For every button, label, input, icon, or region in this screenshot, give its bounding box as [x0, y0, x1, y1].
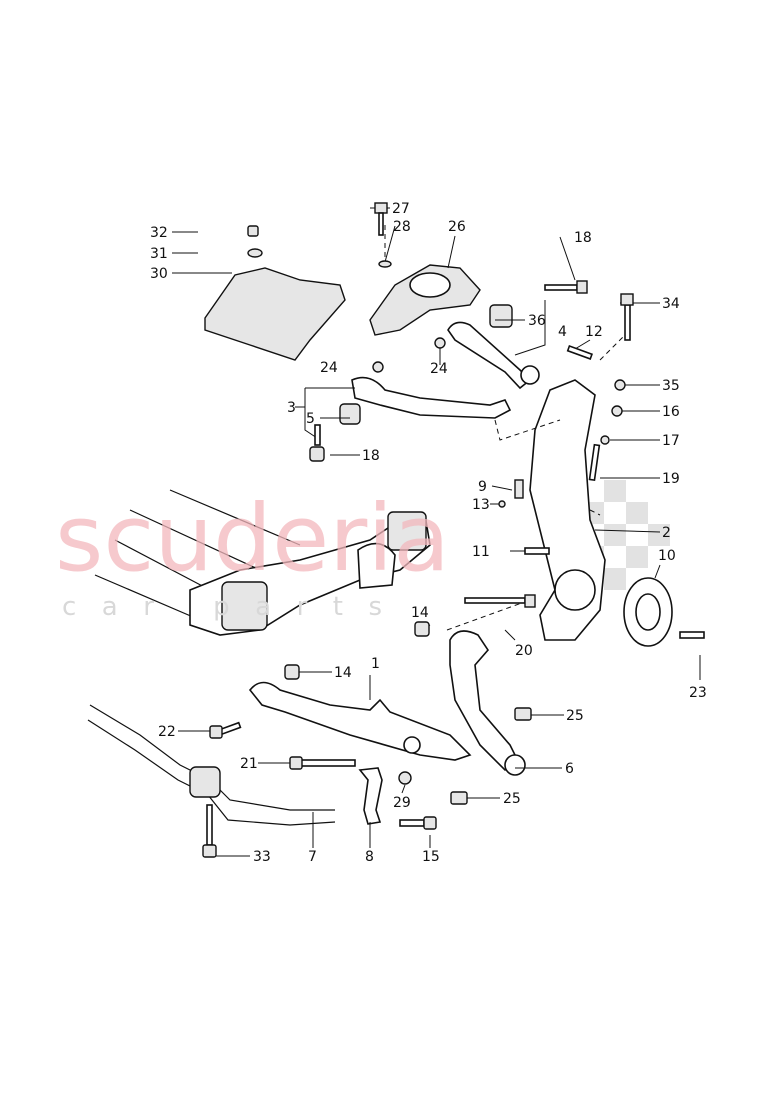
- subframe: [94, 489, 431, 636]
- watermark: scuderia car parts: [55, 485, 450, 622]
- callout-12: 12: [585, 324, 603, 340]
- callout-29: 29: [393, 795, 411, 811]
- heat-shield: [204, 267, 346, 361]
- lower-arm-1: [248, 681, 472, 761]
- callout-9: 9: [478, 479, 487, 495]
- callout-22: 22: [158, 724, 176, 740]
- callout-18b: 18: [362, 448, 380, 464]
- callout-33: 33: [253, 849, 271, 865]
- callout-16: 16: [662, 404, 680, 420]
- callout-8: 8: [365, 849, 374, 865]
- fasteners: [202, 202, 705, 858]
- callout-15: 15: [422, 849, 440, 865]
- callout-6: 6: [565, 761, 574, 777]
- callout-13: 13: [472, 497, 490, 513]
- callout-14a: 14: [411, 605, 429, 621]
- callout-24a: 24: [320, 360, 338, 376]
- callout-11: 11: [472, 544, 490, 560]
- bearing-bracket: [369, 264, 481, 336]
- callout-2: 2: [662, 525, 671, 541]
- callout-25a: 25: [566, 708, 584, 724]
- wheel-hub: [623, 577, 673, 647]
- watermark-sub: car parts: [62, 592, 382, 622]
- callout-10: 10: [658, 548, 676, 564]
- callout-19: 19: [662, 471, 680, 487]
- callout-27: 27: [392, 201, 410, 217]
- callout-23: 23: [689, 685, 707, 701]
- callout-30: 30: [150, 266, 168, 282]
- callout-26: 26: [448, 219, 466, 235]
- callout-20: 20: [515, 643, 533, 659]
- callout-3: 3: [287, 400, 296, 416]
- callout-24b: 24: [430, 361, 448, 377]
- callout-labels: 32 31 30 27 28 26 18 34 36 4 12 24 24 35…: [150, 201, 707, 865]
- lower-arm-6: [449, 630, 522, 771]
- callout-5: 5: [306, 411, 315, 427]
- upper-arm-4: [447, 321, 532, 390]
- upper-arm-3: [351, 376, 512, 419]
- coupling-rod: [358, 767, 383, 825]
- callout-34: 34: [662, 296, 680, 312]
- watermark-brand: scuderia: [55, 485, 450, 592]
- callout-32: 32: [150, 225, 168, 241]
- callout-28: 28: [393, 219, 411, 235]
- callout-21: 21: [240, 756, 258, 772]
- callout-31: 31: [150, 246, 168, 262]
- leader-lines: [172, 207, 701, 857]
- callout-4: 4: [558, 324, 567, 340]
- callout-14b: 14: [334, 665, 352, 681]
- callout-25b: 25: [503, 791, 521, 807]
- callout-1: 1: [371, 656, 380, 672]
- callout-35: 35: [662, 378, 680, 394]
- callout-17: 17: [662, 433, 680, 449]
- callout-7: 7: [308, 849, 317, 865]
- callout-18: 18: [574, 230, 592, 246]
- callout-36: 36: [528, 313, 546, 329]
